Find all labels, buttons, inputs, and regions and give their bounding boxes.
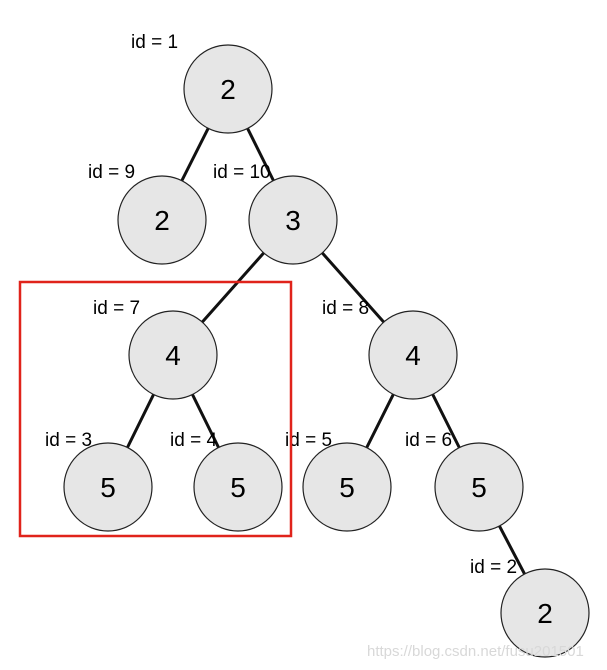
tree-node-n10: 3 id = 10 [213, 162, 338, 265]
node-circle [500, 568, 590, 658]
node-value: 5 [471, 472, 487, 503]
node-circle [117, 175, 207, 265]
node-id-label: id = 4 [170, 430, 217, 451]
highlight-box [18, 280, 293, 538]
node-circle [193, 442, 283, 532]
node-id-label: id = 5 [285, 430, 332, 451]
node-value: 2 [220, 74, 236, 105]
watermark-text: https://blog.csdn.net/fusu201501 [367, 643, 584, 660]
node-value: 4 [405, 340, 421, 371]
tree-node-n9: 2 id = 9 [88, 162, 207, 265]
nodes-layer: 2 id = 1 2 id = 9 3 id = 10 4 id = 7 4 id = 8 5 id … [45, 32, 590, 658]
node-value: 4 [165, 340, 181, 371]
tree-node-n1: 2 id = 1 [131, 32, 273, 134]
node-id-label: id = 2 [470, 557, 517, 578]
tree-node-n6: 5 id = 6 [405, 430, 524, 532]
node-circle [248, 175, 338, 265]
node-id-label: id = 7 [93, 298, 140, 319]
node-value: 3 [285, 205, 301, 236]
node-value: 5 [339, 472, 355, 503]
node-id-label: id = 10 [213, 162, 271, 183]
node-value: 5 [230, 472, 246, 503]
node-circle [434, 442, 524, 532]
tree-node-n3: 5 id = 3 [45, 430, 153, 532]
tree-node-n8: 4 id = 8 [322, 298, 458, 400]
tree-node-n4: 5 id = 4 [170, 430, 283, 532]
tree-node-n5: 5 id = 5 [285, 430, 392, 532]
node-circle [368, 310, 458, 400]
node-id-label: id = 6 [405, 430, 452, 451]
node-id-label: id = 3 [45, 430, 92, 451]
tree-node-n2: 2 id = 2 [470, 557, 590, 658]
tree-node-n7: 4 id = 7 [93, 298, 218, 400]
node-value: 2 [537, 598, 553, 629]
node-circle [63, 442, 153, 532]
node-circle [302, 442, 392, 532]
node-id-label: id = 8 [322, 298, 369, 319]
node-id-label: id = 9 [88, 162, 135, 183]
node-value: 2 [154, 205, 170, 236]
node-value: 5 [100, 472, 116, 503]
node-circle [183, 44, 273, 134]
node-circle [128, 310, 218, 400]
node-id-label: id = 1 [131, 32, 178, 53]
